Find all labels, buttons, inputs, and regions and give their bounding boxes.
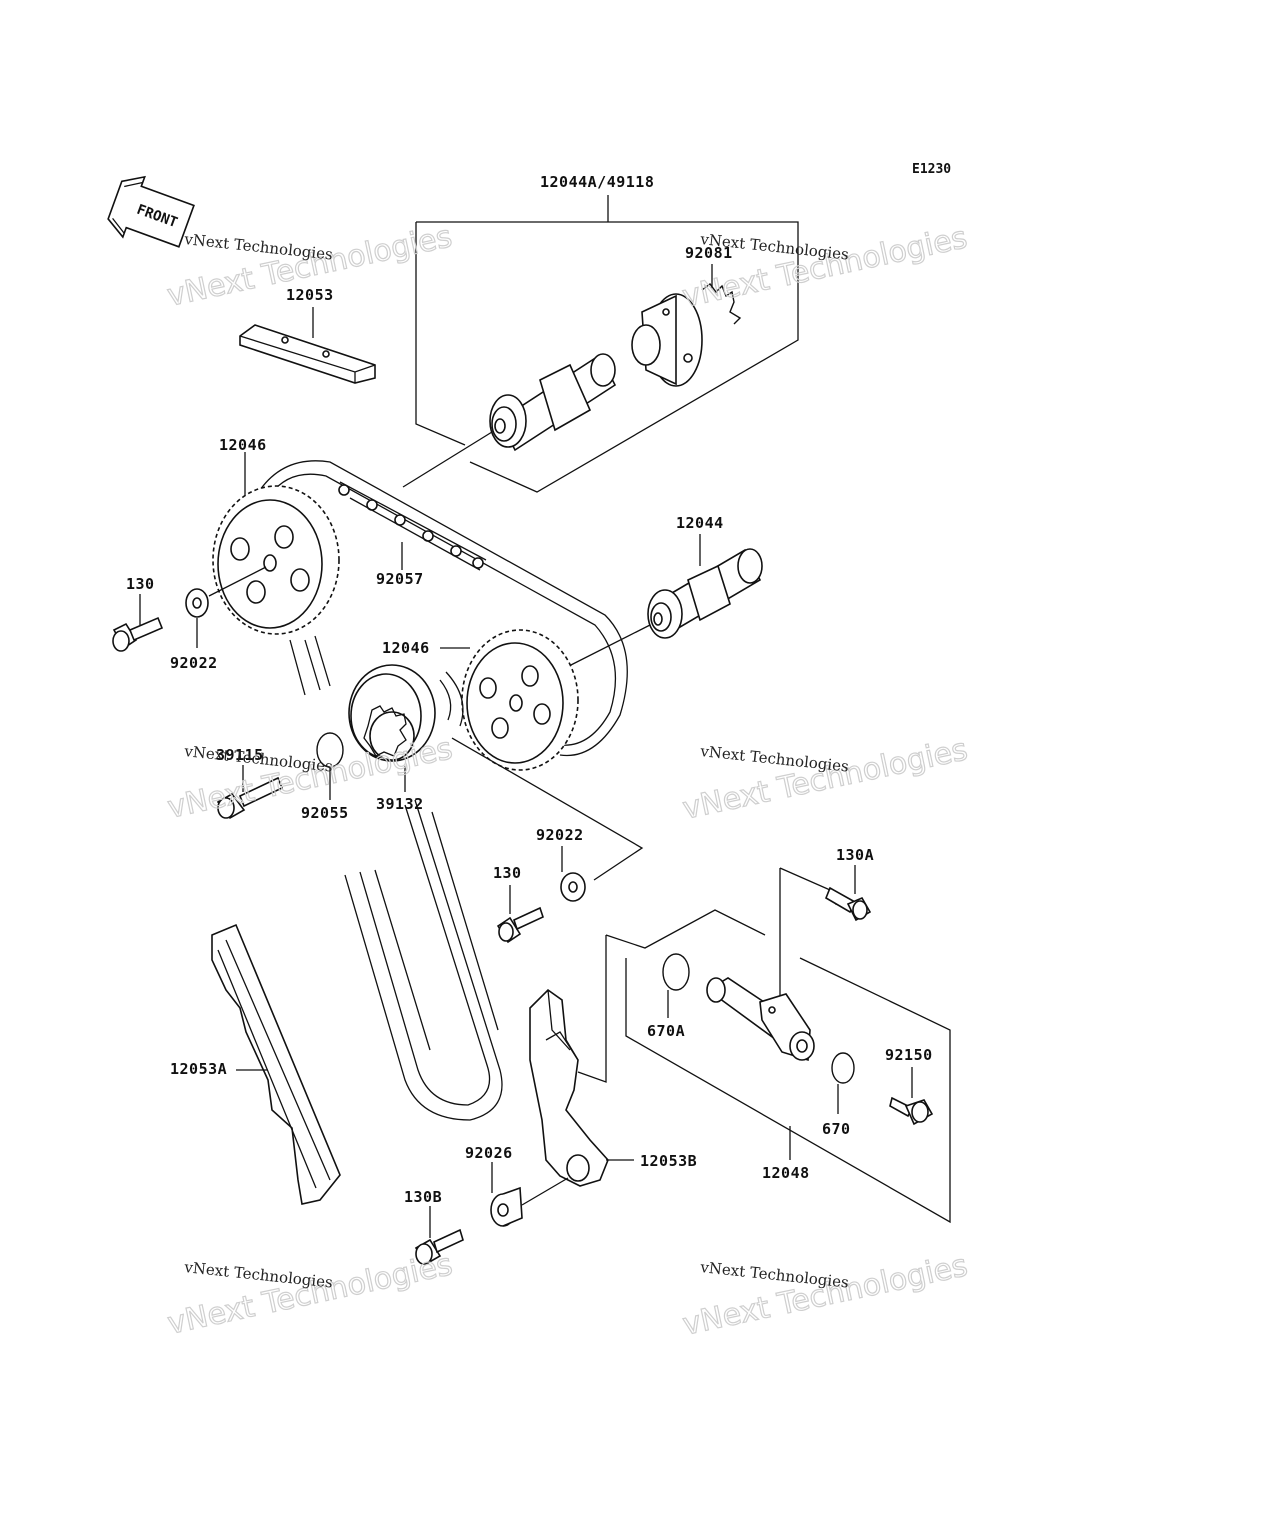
watermark-text-bottom-left: vNext Technologies <box>183 1258 334 1292</box>
collar-92026 <box>490 1162 569 1227</box>
chain-guide-12053 <box>239 307 376 384</box>
bolt-92150 <box>889 1067 934 1126</box>
label-12053A: 12053A <box>170 1060 227 1078</box>
label-670: 670 <box>822 1120 851 1138</box>
label-130-middle: 130 <box>493 864 522 882</box>
camshaft-12044A <box>489 353 617 452</box>
bolt-130A <box>825 865 872 922</box>
cam-chain-92057 <box>259 460 628 1121</box>
label-130B: 130B <box>404 1188 442 1206</box>
label-92057: 92057 <box>376 570 424 588</box>
bolt-39115 <box>216 765 284 820</box>
leader-camshaft <box>402 431 493 488</box>
label-92022-upper: 92022 <box>170 654 218 672</box>
watermark-text-bottom-right: vNext Technologies <box>699 1258 850 1292</box>
front-arrow-icon: FRONT <box>107 175 195 248</box>
label-12044A-49118: 12044A/49118 <box>540 173 654 191</box>
label-12048: 12048 <box>762 1164 810 1182</box>
chain-tensioner-body <box>706 977 815 1062</box>
bolt-130-upper <box>112 594 164 652</box>
washer-92022-middle <box>451 737 644 902</box>
oring-670A <box>662 953 690 1018</box>
cam-sprocket-12046-upper <box>212 452 340 635</box>
oring-670 <box>831 1052 855 1114</box>
chain-links <box>338 481 487 571</box>
watermark-text-mid-right: vNext Technologies <box>699 742 850 776</box>
label-12053: 12053 <box>286 286 334 304</box>
label-92022-middle: 92022 <box>536 826 584 844</box>
decompression-spring <box>701 264 742 325</box>
label-12046-upper: 12046 <box>219 436 267 454</box>
label-92026: 92026 <box>465 1144 513 1162</box>
camshaft-12044 <box>564 534 763 669</box>
label-92055: 92055 <box>301 804 349 822</box>
crank-sprocket-39132 <box>348 664 464 792</box>
bolt-130B <box>414 1206 464 1266</box>
label-92150: 92150 <box>885 1046 933 1064</box>
label-12053B: 12053B <box>640 1152 697 1170</box>
washer-92022-upper <box>185 566 267 648</box>
label-92081: 92081 <box>685 244 733 262</box>
camshaft-assembly-bracket <box>415 195 799 493</box>
chain-guide-12053A <box>211 923 341 1205</box>
label-39115: 39115 <box>216 746 264 764</box>
label-12044: 12044 <box>676 514 724 532</box>
label-12046-middle: 12046 <box>382 639 430 657</box>
label-670A: 670A <box>647 1022 685 1040</box>
label-130A: 130A <box>836 846 874 864</box>
cam-sprocket-12046-middle <box>440 629 579 771</box>
oring-92055 <box>316 732 344 800</box>
bolt-130-middle <box>496 885 544 944</box>
label-130-upper: 130 <box>126 575 155 593</box>
tensioner-bracket <box>577 867 951 1224</box>
tensioner-guide-12053B <box>529 988 634 1187</box>
diagram-code: E1230 <box>912 162 951 177</box>
decompression-weight <box>631 293 703 387</box>
label-39132: 39132 <box>376 795 424 813</box>
